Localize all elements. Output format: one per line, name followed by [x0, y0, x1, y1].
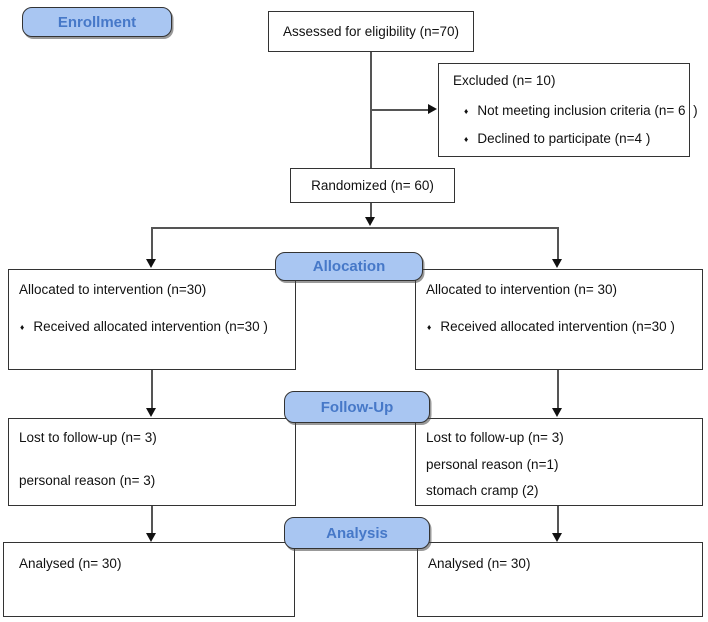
connector-to-excluded	[371, 109, 429, 111]
excluded-box: Excluded (n= 10) ♦ Not meeting inclusion…	[438, 63, 698, 157]
connector-followup-to-analysis-right	[557, 506, 559, 534]
assessed-eligibility-box: Assessed for eligibility (n=70)	[268, 11, 474, 52]
excluded-title: Excluded (n= 10)	[453, 73, 556, 88]
stage-label-analysis: Analysis	[284, 517, 430, 549]
connector-allocation-to-followup-right	[557, 370, 559, 409]
followup-left-box: Lost to follow-up (n= 3) personal reason…	[8, 418, 296, 506]
analysis-right-box: Analysed (n= 30)	[417, 542, 703, 617]
stage-label-analysis-text: Analysis	[326, 524, 388, 542]
arrowhead-randomized-split-icon	[365, 217, 375, 226]
stage-label-followup: Follow-Up	[284, 391, 430, 423]
analysis-right-text: Analysed (n= 30)	[428, 556, 531, 571]
allocation-left-bullet-row: ♦ Received allocated intervention (n=30 …	[19, 319, 289, 335]
allocation-left-bullet-text: Received allocated intervention (n=30 )	[33, 318, 268, 334]
excluded-bullet-text: Not meeting inclusion criteria (n= 6 )	[477, 102, 698, 118]
arrowhead-followup-right-icon	[552, 408, 562, 417]
allocation-left-title: Allocated to intervention (n=30)	[19, 282, 207, 297]
diamond-bullet-icon: ♦	[20, 321, 25, 332]
arrowhead-followup-left-icon	[146, 408, 156, 417]
arrowhead-analysis-right-icon	[552, 533, 562, 542]
allocation-left-box: Allocated to intervention (n=30) ♦ Recei…	[8, 269, 296, 370]
connector-assessed-to-randomized	[370, 52, 372, 168]
allocation-right-box: Allocated to intervention (n= 30) ♦ Rece…	[415, 269, 703, 370]
stage-label-enrollment: Enrollment	[22, 7, 172, 37]
connector-randomized-to-split	[370, 203, 372, 218]
excluded-bullet-text: Declined to participate (n=4 )	[477, 131, 651, 147]
randomized-box: Randomized (n= 60)	[290, 168, 455, 203]
followup-right-line: Lost to follow-up (n= 3)	[426, 430, 564, 445]
followup-right-line: personal reason (n=1)	[426, 456, 559, 472]
arrowhead-allocation-left-icon	[146, 259, 156, 268]
diamond-bullet-icon: ♦	[464, 105, 469, 116]
randomized-text: Randomized (n= 60)	[311, 177, 434, 193]
connector-split-to-allocation-left	[151, 228, 153, 260]
allocation-right-bullet-row: ♦ Received allocated intervention (n=30 …	[426, 319, 696, 335]
excluded-bullet-row: ♦ Declined to participate (n=4 )	[453, 131, 683, 147]
stage-label-allocation: Allocation	[275, 252, 423, 281]
stage-label-enrollment-text: Enrollment	[57, 13, 137, 31]
arrowhead-into-excluded-icon	[428, 104, 437, 114]
stage-label-followup-text: Follow-Up	[320, 398, 394, 416]
followup-right-line: stomach cramp (2)	[426, 483, 539, 499]
arrowhead-allocation-right-icon	[552, 259, 562, 268]
allocation-right-bullet-text: Received allocated intervention (n=30 )	[440, 318, 675, 334]
diamond-bullet-icon: ♦	[427, 321, 432, 332]
stage-label-allocation-text: Allocation	[312, 258, 386, 275]
diamond-bullet-icon: ♦	[464, 134, 469, 145]
arrowhead-analysis-left-icon	[146, 533, 156, 542]
allocation-right-title: Allocated to intervention (n= 30)	[426, 282, 617, 297]
followup-left-line: personal reason (n= 3)	[19, 472, 156, 488]
split-horizontal-line	[151, 227, 559, 229]
followup-right-box: Lost to follow-up (n= 3) personal reason…	[415, 418, 703, 506]
excluded-bullet-row: ♦ Not meeting inclusion criteria (n= 6 )	[453, 103, 698, 119]
analysis-left-box: Analysed (n= 30)	[3, 542, 295, 617]
assessed-eligibility-text: Assessed for eligibility (n=70)	[283, 23, 459, 39]
connector-allocation-to-followup-left	[151, 370, 153, 409]
connector-followup-to-analysis-left	[151, 506, 153, 534]
followup-left-line: Lost to follow-up (n= 3)	[19, 430, 157, 445]
connector-split-to-allocation-right	[557, 228, 559, 260]
analysis-left-text: Analysed (n= 30)	[19, 556, 122, 571]
